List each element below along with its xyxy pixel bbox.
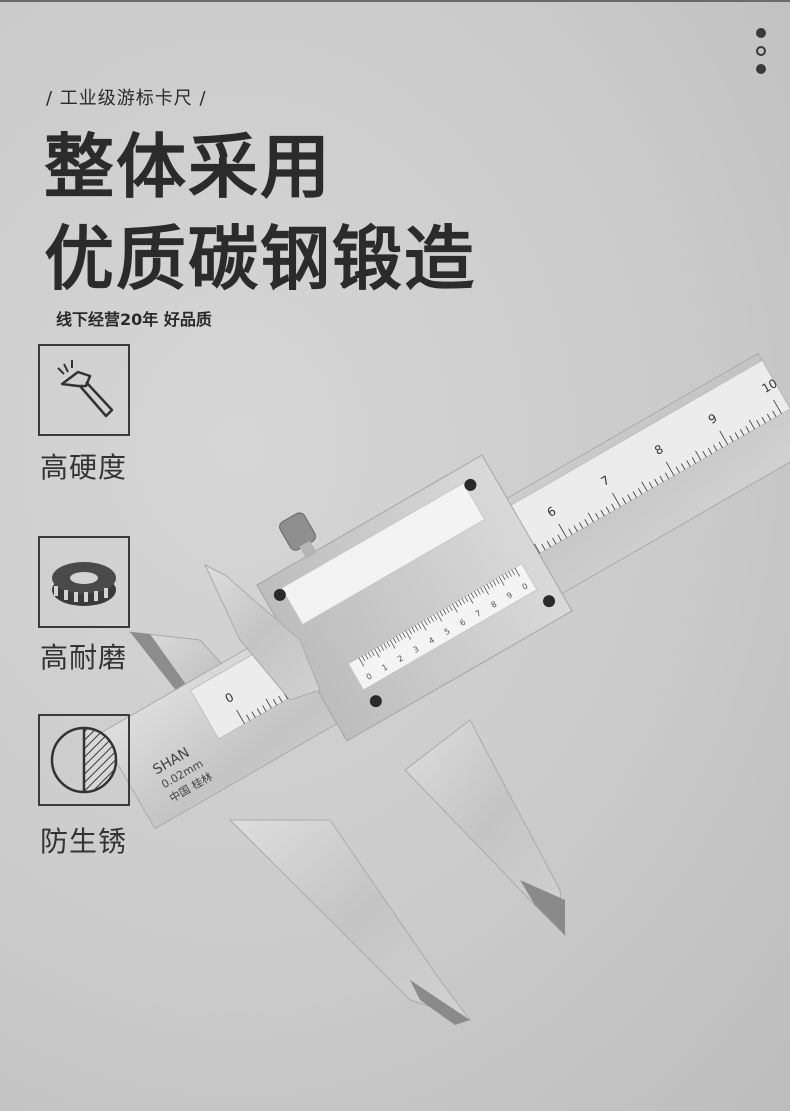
- thumb-wheel-stem: [299, 540, 317, 559]
- moving-upper-jaw: [203, 563, 321, 701]
- top-border: [0, 0, 790, 2]
- screw-icon: [273, 588, 286, 601]
- vernier-ticks: [358, 567, 521, 667]
- category-tag: / 工业级游标卡尺 /: [46, 88, 207, 109]
- slider-window: [281, 482, 486, 626]
- feature-hardness-box: [38, 344, 130, 436]
- vernier-number: 9: [505, 590, 514, 600]
- pager-dots: [755, 28, 767, 76]
- vernier-number: 1: [380, 662, 389, 672]
- vernier-number: 4: [427, 635, 436, 645]
- gear-ring-icon: [52, 562, 116, 606]
- vernier-number: 5: [443, 626, 452, 636]
- main-scale-number: 10: [760, 376, 780, 396]
- feature-rust-box: [38, 714, 130, 806]
- vernier-plate: [347, 563, 538, 691]
- fixed-upper-jaw-tip: [130, 632, 190, 698]
- vernier-number: 0: [365, 671, 374, 681]
- vernier-number: 6: [458, 617, 467, 627]
- half-shield-icon: [50, 726, 118, 794]
- vernier-number: 7: [474, 608, 483, 618]
- screw-icon: [543, 595, 556, 608]
- headline-line-1: 整体采用: [44, 126, 332, 208]
- hammer-icon: [57, 360, 114, 418]
- vernier-number: 0: [521, 581, 530, 591]
- feature-wear-box: [38, 536, 130, 628]
- feature-wear-label: 高耐磨: [40, 641, 128, 674]
- moving-lower-jaw-tip: [520, 880, 565, 935]
- feature-rust-label: 防生锈: [40, 825, 128, 858]
- screw-icon: [369, 695, 382, 708]
- dot-icon[interactable]: [756, 64, 766, 74]
- vernier-number: 3: [412, 644, 421, 654]
- vernier-number: 8: [490, 599, 499, 609]
- headline-line-2: 优质碳钢锻造: [44, 218, 476, 300]
- fixed-lower-jaw: [228, 819, 472, 1021]
- screw-icon: [464, 478, 477, 491]
- dot-icon[interactable]: [756, 28, 766, 38]
- vernier-number: 2: [396, 653, 405, 663]
- fixed-lower-jaw-tip: [410, 980, 470, 1025]
- dot-hollow-icon[interactable]: [756, 46, 766, 56]
- feature-hardness-label: 高硬度: [40, 451, 128, 484]
- subtitle: 线下经营20年 好品质: [56, 310, 212, 329]
